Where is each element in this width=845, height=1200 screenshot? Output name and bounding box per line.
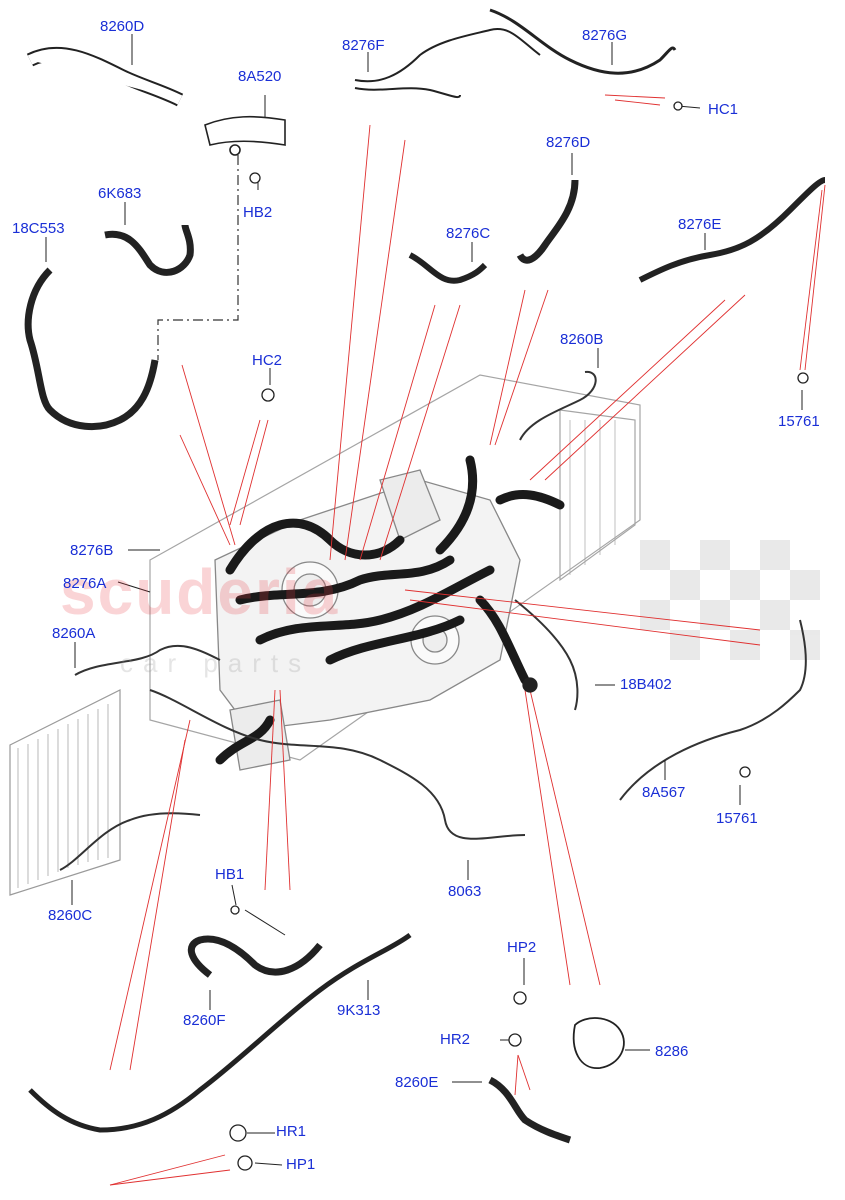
label-18C553: 18C553: [12, 220, 65, 237]
label-8A520: 8A520: [238, 68, 282, 85]
label-8276C: 8276C: [446, 225, 491, 242]
label-8276A: 8276A: [63, 575, 107, 592]
label-6K683: 6K683: [98, 185, 142, 202]
part-8276G: [489, 8, 677, 75]
label-8276E: 8276E: [678, 216, 722, 233]
part-8276F: [354, 28, 541, 99]
label-8063: 8063: [448, 883, 482, 900]
label-8260D: 8260D: [100, 18, 145, 35]
pointer-lines: [45, 34, 803, 1166]
part-8260F: [187, 935, 323, 978]
label-8286: 8286: [655, 1043, 689, 1060]
checker-watermark: [640, 540, 820, 660]
label-8260B: 8260B: [560, 331, 604, 348]
main-radiator: [149, 374, 641, 761]
label-18B402: 18B402: [620, 676, 672, 693]
label-HB2: HB2: [243, 204, 273, 221]
label-8276F: 8276F: [342, 37, 385, 54]
label-HR1: HR1: [276, 1123, 307, 1140]
label-8276B: 8276B: [70, 542, 114, 559]
part-8276D: [516, 179, 579, 264]
part-8286: [572, 1017, 625, 1069]
fasteners: [229, 101, 809, 1171]
label-9K313: 9K313: [337, 1002, 381, 1019]
label-HC1: HC1: [708, 101, 739, 118]
label-8A567: 8A567: [642, 784, 686, 801]
label-HP1: HP1: [286, 1156, 316, 1173]
label-HC2: HC2: [252, 352, 283, 369]
watermark-brand: scuderia: [60, 556, 340, 628]
left-radiator: [9, 689, 121, 896]
part-8260D: [26, 46, 184, 107]
label-8276G: 8276G: [582, 27, 628, 44]
label-15761-bottom: 15761: [716, 810, 758, 827]
part-6K683: [104, 224, 194, 276]
part-9K313: [28, 932, 412, 1133]
label-HB1: HB1: [215, 866, 245, 883]
part-8260E: [488, 1076, 572, 1144]
vent-connection-line: [157, 155, 239, 360]
watermark-sub: car parts: [120, 648, 312, 678]
label-8260C: 8260C: [48, 907, 93, 924]
label-8276D: 8276D: [546, 134, 591, 151]
label-15761-top: 15761: [778, 413, 820, 430]
label-8260A: 8260A: [52, 625, 96, 642]
part-18C553: [24, 267, 159, 431]
part-8276C: [408, 252, 488, 284]
label-8260F: 8260F: [183, 1012, 226, 1029]
part-8A520: [204, 115, 286, 156]
label-HR2: HR2: [440, 1031, 471, 1048]
label-8260E: 8260E: [395, 1074, 439, 1091]
part-8276E: [638, 177, 826, 283]
leader-lines: [109, 94, 826, 1186]
label-HP2: HP2: [507, 939, 537, 956]
engine-hose-harness: [215, 455, 565, 765]
